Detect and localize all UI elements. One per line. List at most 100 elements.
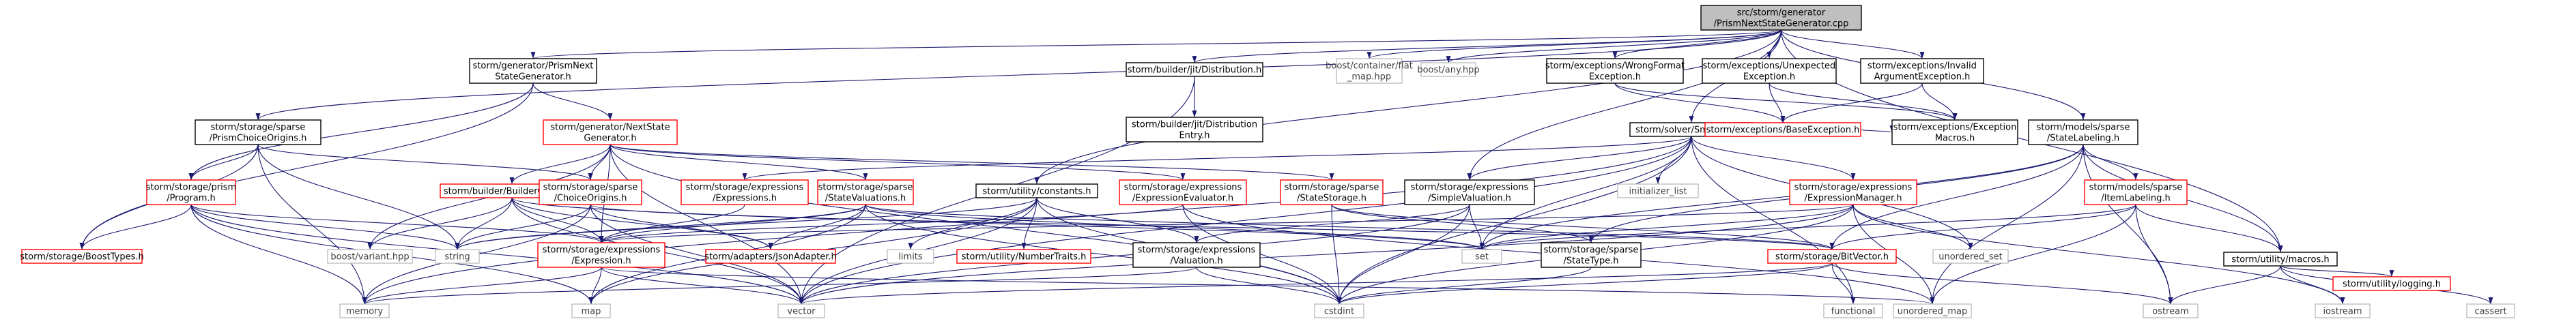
node-vector: vector — [777, 303, 825, 318]
edge-prismChoice-to-prismProgram — [188, 144, 259, 181]
edge-root-to-invalidArg — [1780, 29, 1925, 59]
node-label-line: storm/utility/NumberTraits.h — [962, 252, 1087, 262]
node-stateType[interactable]: storm/storage/sparse/StateType.h — [1541, 242, 1642, 268]
edge-simpleVal-to-set — [1469, 204, 1485, 250]
node-numberTraits[interactable]: storm/utility/NumberTraits.h — [956, 249, 1091, 264]
edge-root-to-prismNSG_h — [531, 29, 1782, 59]
edge-simpleVal-to-valuation — [1194, 204, 1470, 243]
node-ostream: ostream — [2143, 303, 2199, 318]
edge-root-to-boostAny — [1446, 29, 1782, 63]
node-label-line: storm/models/sparse — [2037, 123, 2130, 133]
edge-builderOpts-to-boostVariant — [367, 197, 513, 250]
node-box — [1132, 242, 1261, 268]
node-box — [2332, 276, 2451, 291]
node-simpleVal[interactable]: storm/storage/expressions/SimpleValuatio… — [1404, 179, 1535, 205]
edge-prismChoice-to-string — [257, 144, 460, 250]
node-map: map — [571, 303, 611, 318]
node-root[interactable]: src/storm/generator/PrismNextStateGenera… — [1700, 5, 1862, 31]
edge-exprMgr-to-expression — [599, 204, 1854, 243]
node-valuation[interactable]: storm/storage/expressions/Valuation.h — [1132, 242, 1261, 268]
node-box — [339, 303, 390, 318]
node-box — [705, 249, 836, 264]
node-functional: functional — [1823, 303, 1883, 318]
node-label-line: storm/builder/jit/Distribution.h — [1128, 65, 1262, 76]
node-box — [1932, 249, 2009, 264]
node-label-line: /ChoiceOrigins.h — [554, 194, 627, 204]
node-jsonAdapter[interactable]: storm/adapters/JsonAdapter.h — [704, 249, 837, 264]
node-stateLabeling[interactable]: storm/models/sparse/StateLabeling.h — [2028, 119, 2138, 145]
node-label-line: functional — [1831, 307, 1876, 317]
node-box — [543, 119, 678, 145]
node-box — [2084, 179, 2188, 205]
node-label-line: storm/storage/expressions — [1794, 183, 1913, 193]
edge-choiceOrigins-to-bitVector — [590, 204, 1834, 250]
edge-itemLabeling-to-bitVector — [1829, 204, 2136, 250]
node-label-line: /Program.h — [167, 194, 216, 204]
node-label-line: storm/storage/sparse — [818, 183, 913, 193]
edge-nextStateGen-to-stateVals — [610, 144, 868, 181]
edge-smtSolver-to-cstdint — [1336, 136, 1692, 305]
edge-bitVector-to-ostream — [1831, 262, 2173, 305]
node-iostream: iostream — [2315, 303, 2371, 318]
node-label-line: /PrismChoiceOrigins.h — [210, 134, 307, 144]
node-label-line: /ItemLabeling.h — [2101, 194, 2171, 204]
node-prismNSG_h[interactable]: storm/generator/PrismNextStateGenerator.… — [469, 58, 597, 84]
node-label-line: cassert — [2474, 307, 2506, 317]
node-baseExc[interactable]: storm/exceptions/BaseException.h — [1704, 122, 1861, 137]
node-label-line: storm/exceptions/Unexpected — [1703, 61, 1836, 72]
node-label-line: storm/storage/sparse — [1544, 245, 1639, 256]
node-exprsH[interactable]: storm/storage/expressions/Expressions.h — [681, 179, 809, 205]
node-box — [146, 179, 236, 205]
edge-nextStateGen-to-exprEval — [610, 144, 1186, 181]
node-label-line: Generator.h — [584, 134, 636, 144]
node-box — [1126, 117, 1263, 142]
edge-expression-to-memory — [362, 267, 602, 305]
node-label-line: /StateType.h — [1563, 256, 1618, 267]
node-prismChoice[interactable]: storm/storage/sparse/PrismChoiceOrigins.… — [195, 119, 321, 145]
node-label-line: boost/any.hpp — [1417, 65, 1479, 76]
node-bitVector[interactable]: storm/storage/BitVector.h — [1767, 249, 1897, 264]
node-cassert: cassert — [2466, 303, 2515, 318]
node-label-line: /ExpressionEvaluator.h — [1132, 194, 1233, 204]
edge-smtSolver-to-initList — [1655, 136, 1692, 185]
node-logging[interactable]: storm/utility/logging.h — [2332, 276, 2451, 291]
node-label-line: storm/exceptions/BaseException.h — [1706, 125, 1860, 136]
node-expression[interactable]: storm/storage/expressions/Expression.h — [537, 242, 666, 268]
node-box — [777, 303, 825, 318]
node-jitDist_h[interactable]: storm/builder/jit/Distribution.h — [1126, 62, 1263, 77]
node-box — [195, 119, 321, 145]
node-nextStateGen[interactable]: storm/generator/NextStateGenerator.h — [543, 119, 678, 145]
node-box — [1617, 183, 1699, 198]
node-macros[interactable]: storm/utility/macros.h — [2223, 252, 2338, 267]
node-label-line: StateGenerator.h — [495, 72, 571, 82]
node-exprEval[interactable]: storm/storage/expressions/ExpressionEval… — [1119, 179, 1247, 205]
node-label-line: Exception.h — [1589, 72, 1641, 82]
edge-exprsH-to-expression — [599, 204, 745, 243]
node-stateStorage[interactable]: storm/storage/sparse/StateStorage.h — [1280, 179, 1384, 205]
node-constants[interactable]: storm/utility/constants.h — [975, 183, 1098, 198]
node-box — [1891, 119, 2018, 145]
node-exprMgr[interactable]: storm/storage/expressions/ExpressionMana… — [1789, 179, 1917, 205]
node-label-line: storm/storage/sparse — [1285, 183, 1379, 193]
node-prismProgram[interactable]: storm/storage/prism/Program.h — [146, 179, 236, 205]
node-itemLabeling[interactable]: storm/models/sparse/ItemLabeling.h — [2084, 179, 2188, 205]
node-label-line: /Expressions.h — [713, 194, 777, 204]
node-boostTypes[interactable]: storm/storage/BoostTypes.h — [20, 249, 144, 264]
node-invalidArg[interactable]: storm/exceptions/InvalidArgumentExceptio… — [1860, 58, 1984, 84]
edge-exprMgr-to-iostream — [1852, 204, 2345, 305]
edge-stateLabeling-to-bitVector — [1829, 144, 2084, 250]
node-stateVals[interactable]: storm/storage/sparse/StateValuations.h — [817, 179, 914, 205]
edge-builderOpts-to-string — [455, 197, 513, 250]
node-label-line: _map.hpp — [1347, 72, 1391, 82]
node-label-line: storm/storage/BitVector.h — [1775, 252, 1889, 262]
node-label-line: storm/storage/expressions — [1411, 183, 1529, 193]
node-choiceOrigins[interactable]: storm/storage/sparse/ChoiceOrigins.h — [539, 179, 642, 205]
edge-expression-to-vector — [601, 267, 804, 305]
edge-stateLabeling-to-ostream — [2083, 144, 2173, 305]
node-box — [1336, 58, 1403, 84]
node-box — [1767, 249, 1897, 264]
